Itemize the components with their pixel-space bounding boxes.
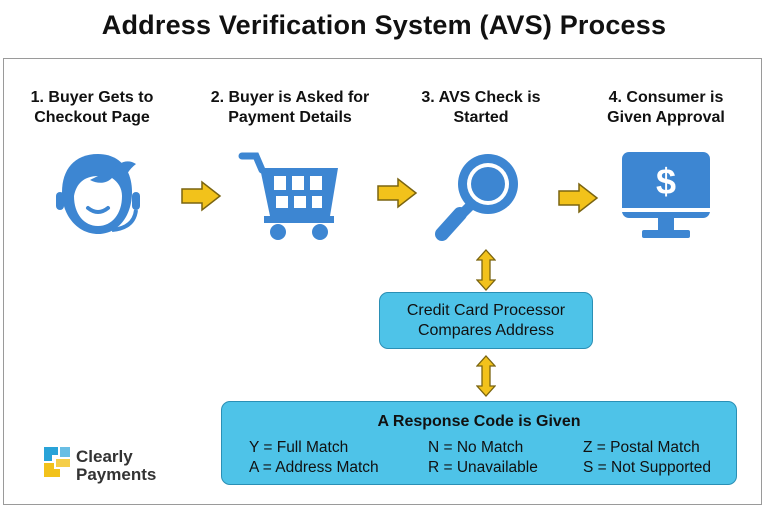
up-down-arrow-icon: [476, 249, 496, 291]
response-code-item: S = Not Supported: [583, 459, 711, 476]
processor-box: Credit Card Processor Compares Address: [379, 292, 593, 349]
response-code-item: R = Unavailable: [428, 459, 538, 476]
response-title: A Response Code is Given: [377, 413, 581, 430]
dollar-monitor-icon: $: [622, 152, 710, 238]
diagram-frame: [3, 58, 762, 505]
response-code-item: N = No Match: [428, 439, 524, 456]
svg-text:$: $: [656, 161, 676, 202]
response-code-item: Y = Full Match: [249, 439, 349, 456]
right-arrow-icon: [181, 180, 222, 212]
step-4-title: 4. Consumer is Given Approval: [607, 89, 725, 126]
up-down-arrow-icon: [476, 355, 496, 397]
magnifying-glass-icon: [435, 154, 518, 241]
page-title: Address Verification System (AVS) Proces…: [101, 10, 667, 40]
clearly-payments-logo: [44, 447, 70, 477]
processor-text: Credit Card Processor Compares Address: [406, 302, 566, 339]
response-code-box: A Response Code is Given Y = Full Match …: [221, 401, 737, 485]
step-3-title: 3. AVS Check is Started: [421, 89, 541, 126]
response-code-item: Z = Postal Match: [583, 439, 700, 456]
step-1-title: 1. Buyer Gets to Checkout Page: [30, 89, 154, 126]
step-2-title: 2. Buyer is Asked for Payment Details: [210, 89, 370, 126]
person-headset-icon: [56, 154, 140, 234]
right-arrow-icon: [377, 177, 418, 209]
response-code-item: A = Address Match: [249, 459, 379, 476]
right-arrow-icon: [558, 182, 599, 214]
logo-wordmark: Clearly Payments: [76, 447, 157, 484]
shopping-cart-icon: [238, 152, 338, 240]
